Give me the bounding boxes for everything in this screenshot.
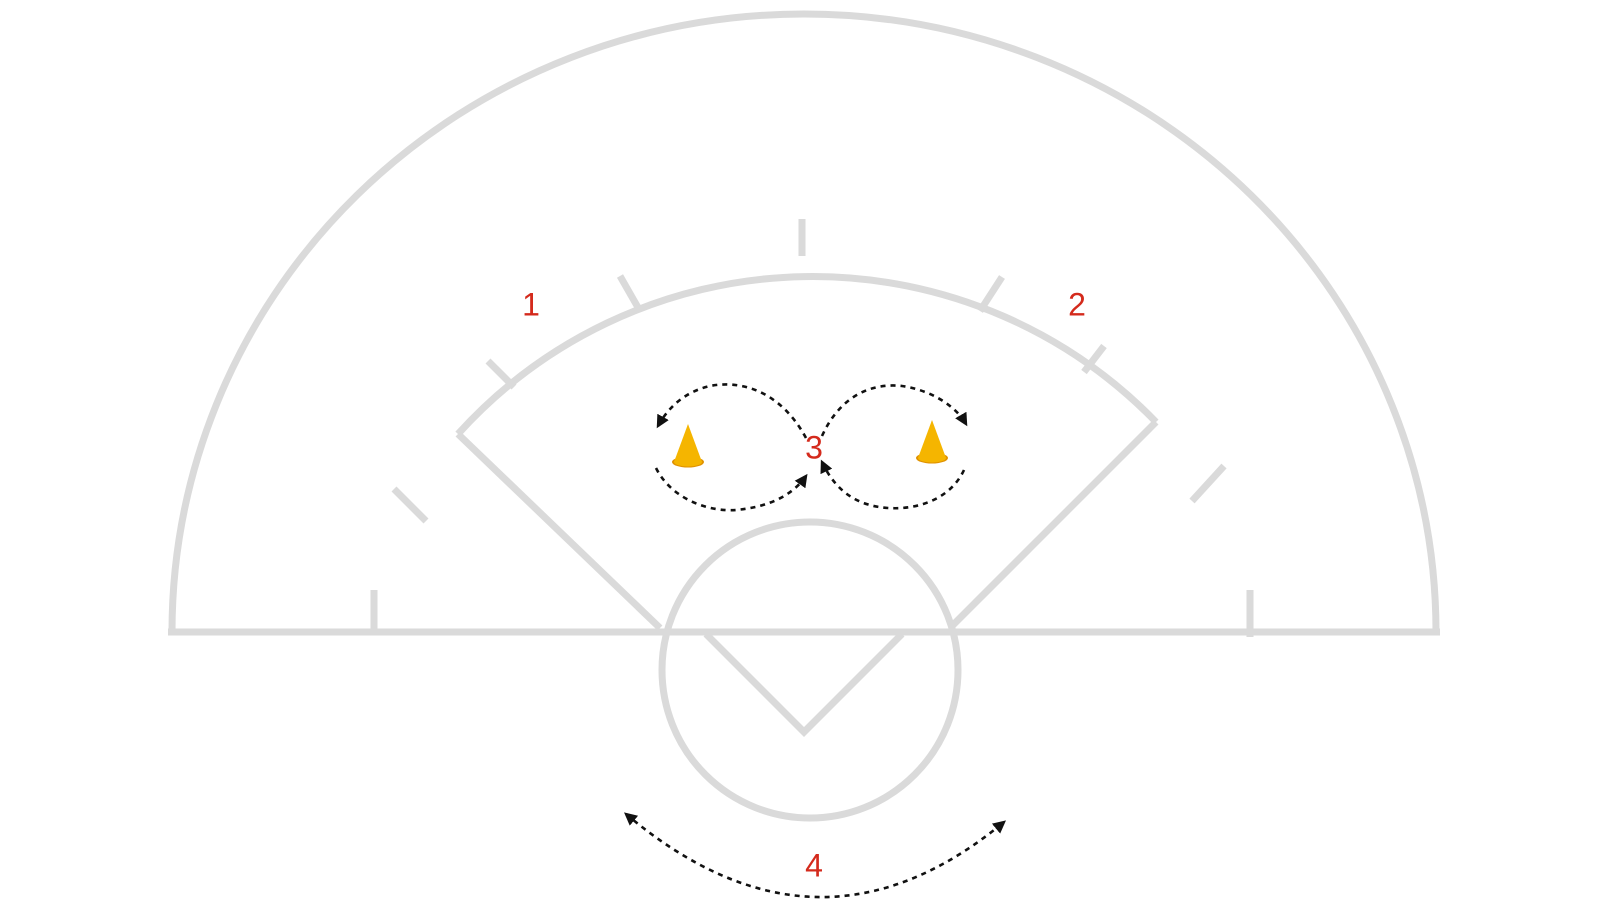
label-1: 1 <box>522 286 540 322</box>
movement-paths <box>624 383 1007 899</box>
right-lane-line <box>947 419 1159 631</box>
label-3: 3 <box>805 429 823 465</box>
three-point-arc <box>168 10 1440 633</box>
label-4: 4 <box>805 847 823 883</box>
upper-right-arc-arrow <box>820 384 968 437</box>
left-inner-hash-mark-lower <box>485 358 517 390</box>
left-inner-hash-mark-upper <box>616 274 644 313</box>
right-inner-hash-mark-lower <box>1081 343 1107 375</box>
left-outer-dash <box>391 486 429 524</box>
lower-left-arc-arrow <box>654 467 808 512</box>
home-plate-v <box>703 631 905 737</box>
right-outer-dash <box>1189 463 1227 504</box>
bottom-arc-arrow <box>624 812 1007 899</box>
inner-arc <box>455 273 1159 437</box>
lower-right-arc-arrow <box>820 459 966 510</box>
court <box>168 10 1440 822</box>
label-2: 2 <box>1068 286 1086 322</box>
left-lane-line <box>455 431 663 631</box>
center-circle <box>658 518 962 822</box>
position-labels: 1 2 3 4 <box>522 286 1086 883</box>
cone-icon <box>672 424 704 468</box>
cone-icon <box>916 420 948 464</box>
right-inner-hash-mark-upper <box>977 275 1005 313</box>
upper-left-arc-arrow <box>656 383 808 439</box>
